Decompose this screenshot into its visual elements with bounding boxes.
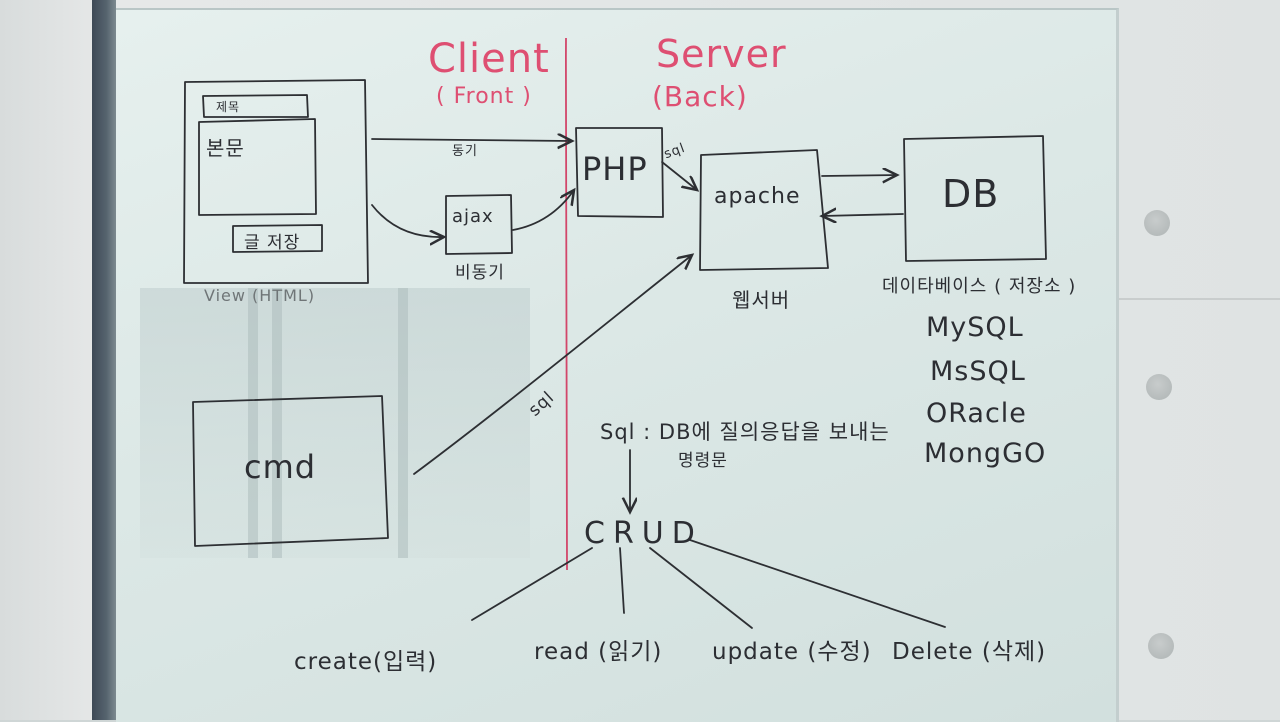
cmd-box [192, 395, 389, 547]
crud-branch-create [471, 547, 593, 621]
client-server-divider [564, 37, 569, 571]
wall-seam [1116, 298, 1280, 300]
ajax-label: ajax [452, 206, 494, 227]
client-title: Client [428, 36, 550, 82]
server-title: Server [656, 32, 787, 76]
ajax-box [445, 194, 513, 255]
db-box [903, 135, 1047, 262]
save-button-box [232, 224, 323, 253]
body-field-box [198, 118, 317, 216]
php-box [575, 127, 664, 218]
crud-branch-read [619, 547, 625, 614]
board-frame-left [92, 0, 116, 720]
async-arrow-out [512, 190, 574, 231]
crud-branch-update [649, 547, 753, 629]
view-box [183, 79, 369, 284]
db-caption: 데이타베이스 ( 저장소 ) [882, 276, 1077, 297]
sync-arrow [371, 139, 572, 141]
php-label: PHP [582, 150, 648, 188]
wall-screw-3 [1148, 633, 1174, 659]
db-list-item-mysql: MySQL [926, 312, 1024, 343]
db-list-item-oracle: ORacle [926, 398, 1027, 429]
crud-delete: Delete (삭제) [892, 639, 1047, 665]
body-field-label: 본문 [206, 136, 245, 160]
webserver-caption: 웹서버 [732, 288, 791, 312]
crud-title: CRUD [584, 516, 703, 551]
crud-branch-delete [689, 539, 946, 628]
server-subtitle: (Back) [652, 80, 748, 113]
apache-to-db-arrow [821, 175, 897, 176]
wall-screw-1 [1144, 210, 1170, 236]
sync-label: 동기 [452, 144, 478, 159]
crud-update: update (수정) [712, 639, 872, 665]
sql-definition-line1: Sql : DB에 질의응답을 보내는 [600, 420, 890, 444]
cmd-to-apache-arrow [413, 255, 692, 475]
db-list-item-mongo: MongGO [924, 438, 1047, 469]
crud-create: create(입력) [294, 649, 438, 675]
php-to-apache-arrow [661, 161, 697, 190]
title-field-label: 제목 [216, 100, 241, 114]
apache-box [699, 149, 829, 271]
wall-screw-2 [1146, 374, 1172, 400]
sql-definition-line2: 명령문 [678, 451, 728, 471]
view-caption: View (HTML) [204, 286, 316, 305]
async-label: 비동기 [455, 263, 505, 283]
crud-read: read (읽기) [534, 639, 663, 665]
async-arrow-in [371, 204, 444, 237]
cmd-label: cmd [244, 448, 317, 486]
title-field-box [202, 94, 309, 118]
save-button-label: 글 저장 [244, 233, 301, 253]
db-label: DB [942, 172, 1000, 216]
db-list-item-mssql: MsSQL [930, 356, 1026, 387]
client-subtitle: ( Front ) [436, 84, 532, 109]
apache-label: apache [714, 184, 801, 209]
db-to-apache-arrow [822, 214, 904, 216]
